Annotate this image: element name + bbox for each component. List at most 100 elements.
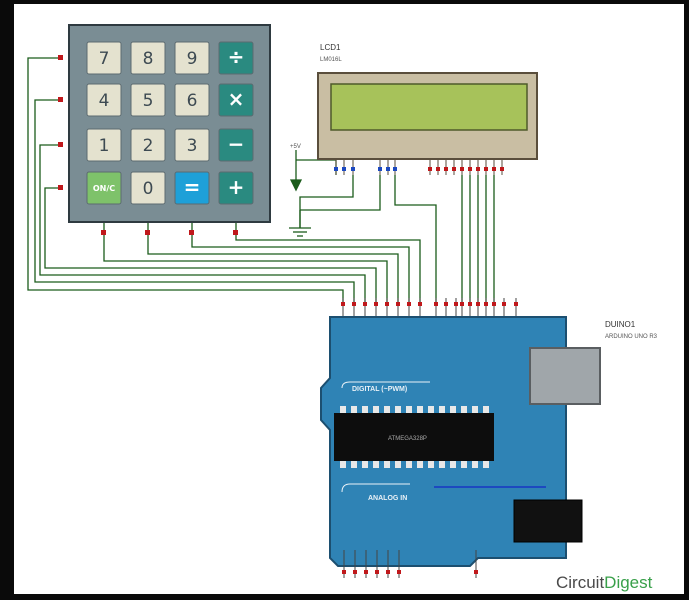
- arduino-ref: DUINO1: [605, 320, 636, 329]
- key-2-1[interactable]: 2: [130, 128, 166, 162]
- chip-pin-top-13: [483, 406, 489, 413]
- key-0-3[interactable]: ÷: [218, 41, 254, 75]
- key-label: =: [184, 175, 201, 199]
- lcd-part: LM016L: [320, 57, 342, 63]
- key-label: ×: [228, 87, 245, 111]
- digital-pin-marker-4: [385, 302, 389, 306]
- analog-pin-marker-2: [364, 570, 368, 574]
- key-label: 3: [187, 136, 198, 156]
- digital-pin-marker-12: [468, 302, 472, 306]
- key-label: 2: [143, 136, 154, 156]
- key-label: 1: [99, 136, 110, 156]
- key-2-3[interactable]: −: [218, 128, 254, 162]
- chip-pin-bottom-2: [362, 461, 368, 468]
- chip-pin-bottom-5: [395, 461, 401, 468]
- analog-pin-marker-4: [386, 570, 390, 574]
- chip-pin-top-11: [461, 406, 467, 413]
- chip-pin-top-6: [406, 406, 412, 413]
- key-label: 0: [143, 179, 154, 199]
- analog-pin-marker-6: [474, 570, 478, 574]
- lcd-pin-marker-13: [484, 167, 488, 171]
- key-0-1[interactable]: 8: [130, 41, 166, 75]
- digital-pin-marker-10: [454, 302, 458, 306]
- chip-pin-bottom-9: [439, 461, 445, 468]
- digital-pin-marker-11: [460, 302, 464, 306]
- atmega-chip-pins: [340, 406, 489, 468]
- analog-pin-marker-0: [342, 570, 346, 574]
- key-label: ON/C: [93, 184, 115, 193]
- power-label: +5V: [290, 144, 301, 150]
- ground-symbol: [289, 210, 311, 237]
- key-3-3[interactable]: +: [218, 171, 254, 205]
- svg-text:CircuitDigest: CircuitDigest: [556, 573, 653, 592]
- keypad-row-wires: [27, 57, 377, 305]
- keypad-column-pins: [101, 230, 238, 235]
- key-label: 6: [187, 91, 198, 111]
- key-1-0[interactable]: 4: [86, 83, 122, 117]
- key-0-2[interactable]: 9: [174, 41, 210, 75]
- key-label: +: [228, 175, 245, 199]
- chip-pin-bottom-0: [340, 461, 346, 468]
- lcd-pin-marker-10: [460, 167, 464, 171]
- key-0-0[interactable]: 7: [86, 41, 122, 75]
- digital-pin-marker-13: [476, 302, 480, 306]
- key-label: ÷: [228, 45, 245, 69]
- chip-pin-bottom-13: [483, 461, 489, 468]
- chip-pin-top-12: [472, 406, 478, 413]
- analog-label: ANALOG IN: [368, 495, 407, 502]
- key-1-2[interactable]: 6: [174, 83, 210, 117]
- digital-pin-marker-15: [492, 302, 496, 306]
- analog-bracket: [341, 483, 410, 493]
- key-1-3[interactable]: ×: [218, 83, 254, 117]
- key-label: 9: [187, 49, 198, 69]
- lcd-pin-marker-15: [500, 167, 504, 171]
- lcd-pin-marker-9: [452, 167, 456, 171]
- circuitdigest-logo: CircuitDigest: [556, 573, 653, 592]
- lcd-pins: [334, 159, 504, 175]
- chip-pin-bottom-4: [384, 461, 390, 468]
- chip-pin-bottom-1: [351, 461, 357, 468]
- digital-label: DIGITAL (~PWM): [352, 386, 407, 393]
- lcd-pin-marker-6: [428, 167, 432, 171]
- chip-pin-bottom-11: [461, 461, 467, 468]
- lcd-pin-marker-11: [468, 167, 472, 171]
- chip-pin-bottom-3: [373, 461, 379, 468]
- chip-pin-top-7: [417, 406, 423, 413]
- lcd-screen: [330, 83, 528, 131]
- digital-pin-marker-17: [514, 302, 518, 306]
- digital-pin-marker-0: [341, 302, 345, 306]
- digital-pin-marker-8: [434, 302, 438, 306]
- logo-part-1: Circuit: [556, 573, 604, 592]
- chip-pin-bottom-10: [450, 461, 456, 468]
- chip-pin-top-3: [373, 406, 379, 413]
- digital-pin-marker-6: [407, 302, 411, 306]
- digital-pin-marker-3: [374, 302, 378, 306]
- analog-pin-marker-3: [375, 570, 379, 574]
- digital-bracket: [341, 381, 430, 389]
- chip-pin-top-2: [362, 406, 368, 413]
- chip-pin-top-8: [428, 406, 434, 413]
- arduino-board: DUINO1 ARDUINO UNO R3 DIGITAL (~PWM) ATM…: [320, 298, 658, 578]
- key-2-2[interactable]: 3: [174, 128, 210, 162]
- key-2-0[interactable]: 1: [86, 128, 122, 162]
- lcd-wires: [296, 159, 495, 305]
- keypad-row-pins: [58, 55, 63, 190]
- digital-pin-marker-14: [484, 302, 488, 306]
- lcd-pin-marker-4: [386, 167, 390, 171]
- key-3-2[interactable]: =: [174, 171, 210, 205]
- digital-pin-marker-7: [418, 302, 422, 306]
- digital-pin-marker-1: [352, 302, 356, 306]
- lcd-pin-marker-12: [476, 167, 480, 171]
- key-3-1[interactable]: 0: [130, 171, 166, 205]
- lcd-pin-marker-5: [393, 167, 397, 171]
- key-1-1[interactable]: 5: [130, 83, 166, 117]
- key-3-0[interactable]: ON/C: [86, 171, 122, 205]
- key-label: 8: [143, 49, 154, 69]
- lcd-pin-marker-8: [444, 167, 448, 171]
- chip-pin-bottom-7: [417, 461, 423, 468]
- chip-label: ATMEGA328P: [388, 436, 427, 442]
- arduino-part: ARDUINO UNO R3: [605, 334, 658, 340]
- chip-pin-top-0: [340, 406, 346, 413]
